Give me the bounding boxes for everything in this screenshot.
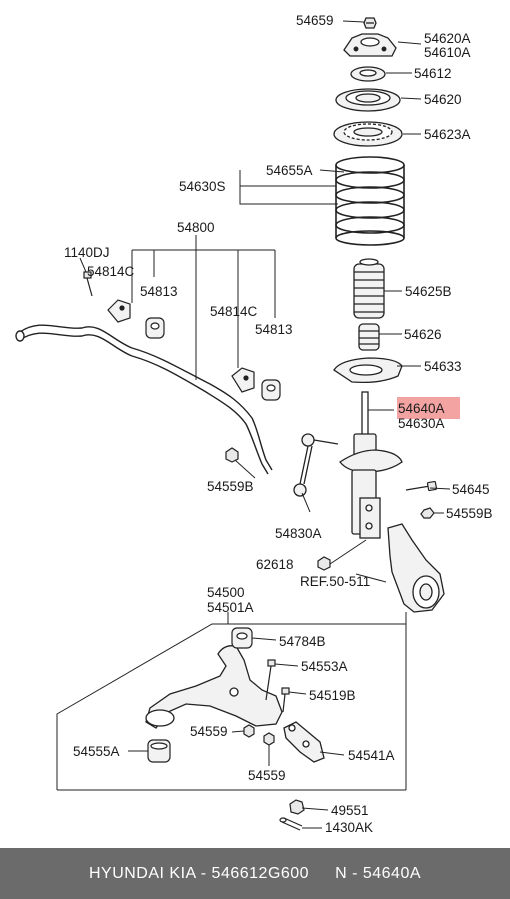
label-49551[interactable]: 49551 bbox=[331, 803, 369, 818]
bolt-1140DJ-drawing bbox=[83, 271, 93, 297]
castle-nut-49551-drawing bbox=[289, 799, 305, 815]
label-1430AK[interactable]: 1430AK bbox=[325, 820, 373, 835]
label-54559-lower[interactable]: 54559 bbox=[248, 768, 286, 783]
nut-54559B-right-drawing bbox=[420, 507, 435, 519]
label-54553A[interactable]: 54553A bbox=[301, 659, 348, 674]
part-labels: 54659 54620A 54610A 54612 54620 54623A 5… bbox=[64, 13, 493, 835]
label-54626[interactable]: 54626 bbox=[404, 327, 442, 342]
bracket-54814C-right-drawing bbox=[231, 367, 255, 393]
suspension-exploded-diagram: 54659 54620A 54610A 54612 54620 54623A 5… bbox=[15, 13, 493, 835]
label-54813-left[interactable]: 54813 bbox=[140, 284, 178, 299]
label-54655A[interactable]: 54655A bbox=[266, 163, 313, 178]
bolt-54645-drawing bbox=[405, 480, 438, 492]
lower-arm-54500-drawing bbox=[145, 645, 283, 729]
label-54500[interactable]: 54500 bbox=[207, 585, 245, 600]
strut-assembly-54640A-drawing bbox=[339, 391, 403, 539]
plate-54612-drawing bbox=[350, 66, 386, 82]
label-54519B[interactable]: 54519B bbox=[309, 688, 356, 703]
label-54630A[interactable]: 54630A bbox=[398, 416, 445, 431]
footer-highlight-number: N - 54640A bbox=[335, 864, 422, 882]
label-54645[interactable]: 54645 bbox=[452, 482, 490, 497]
label-54640A[interactable]: 54640A bbox=[398, 401, 445, 416]
label-54612[interactable]: 54612 bbox=[414, 66, 452, 81]
bolt-62618-drawing bbox=[317, 556, 331, 571]
bearing-54620-drawing bbox=[335, 88, 401, 112]
label-54633[interactable]: 54633 bbox=[424, 359, 462, 374]
label-54620A[interactable]: 54620A bbox=[424, 31, 471, 46]
label-54555A[interactable]: 54555A bbox=[73, 744, 120, 759]
label-54784B[interactable]: 54784B bbox=[279, 634, 326, 649]
label-54630S[interactable]: 54630S bbox=[179, 179, 226, 194]
label-54800[interactable]: 54800 bbox=[177, 220, 215, 235]
nut-54659-drawing bbox=[363, 17, 377, 29]
nuts-54559-drawing bbox=[243, 724, 275, 746]
label-54814C-right[interactable]: 54814C bbox=[210, 304, 258, 319]
footer-bar: HYUNDAI KIA - 546612G600 N - 54640A bbox=[0, 848, 510, 899]
label-54813-right[interactable]: 54813 bbox=[255, 322, 293, 337]
bump-stopper-54626-drawing bbox=[358, 323, 380, 351]
label-54830A[interactable]: 54830A bbox=[275, 526, 322, 541]
lower-arm-frame bbox=[56, 623, 407, 791]
bushing-54784B-drawing bbox=[231, 627, 253, 649]
label-54610A[interactable]: 54610A bbox=[424, 45, 471, 60]
label-1140DJ[interactable]: 1140DJ bbox=[64, 245, 110, 260]
footer-brand-partnumber: HYUNDAI KIA - 546612G600 bbox=[88, 864, 310, 882]
stabilizer-bar-54800-drawing bbox=[15, 324, 273, 475]
label-62618[interactable]: 62618 bbox=[256, 557, 294, 572]
bolt-54519B-drawing bbox=[281, 687, 290, 713]
label-54541A[interactable]: 54541A bbox=[348, 748, 395, 763]
bracket-54814C-left-drawing bbox=[107, 299, 131, 323]
ball-joint-54541A-drawing bbox=[283, 721, 325, 763]
bolt-54553A-drawing bbox=[265, 659, 276, 701]
spring-seat-54623A-drawing bbox=[333, 121, 403, 147]
label-54620[interactable]: 54620 bbox=[424, 92, 462, 107]
dust-boot-54625B-drawing bbox=[353, 258, 385, 319]
label-54559B-left[interactable]: 54559B bbox=[207, 479, 254, 494]
label-54623A[interactable]: 54623A bbox=[424, 127, 471, 142]
label-54501A[interactable]: 54501A bbox=[207, 600, 254, 615]
nut-54559B-left-drawing bbox=[225, 447, 239, 463]
spring-pad-54633-drawing bbox=[333, 357, 403, 384]
bushing-54813-right-drawing bbox=[261, 379, 281, 401]
label-54814C-left[interactable]: 54814C bbox=[87, 264, 135, 279]
bushing-54813-left-drawing bbox=[145, 317, 165, 339]
label-ref-50-511[interactable]: REF.50-511 bbox=[300, 574, 370, 589]
highlight-box bbox=[397, 397, 460, 419]
stabilizer-link-54830A-drawing bbox=[293, 433, 339, 497]
split-pin-1430AK-drawing bbox=[279, 817, 303, 831]
label-54559B-right[interactable]: 54559B bbox=[446, 506, 493, 521]
label-54625B[interactable]: 54625B bbox=[405, 284, 452, 299]
top-mount-drawing bbox=[343, 33, 397, 57]
label-54659[interactable]: 54659 bbox=[296, 13, 334, 28]
bushing-54555A-drawing bbox=[147, 739, 171, 763]
steering-knuckle-drawing bbox=[387, 523, 445, 613]
label-54559-upper[interactable]: 54559 bbox=[190, 724, 228, 739]
leader-lines bbox=[79, 20, 451, 829]
coil-spring-54630S-drawing bbox=[335, 156, 405, 246]
